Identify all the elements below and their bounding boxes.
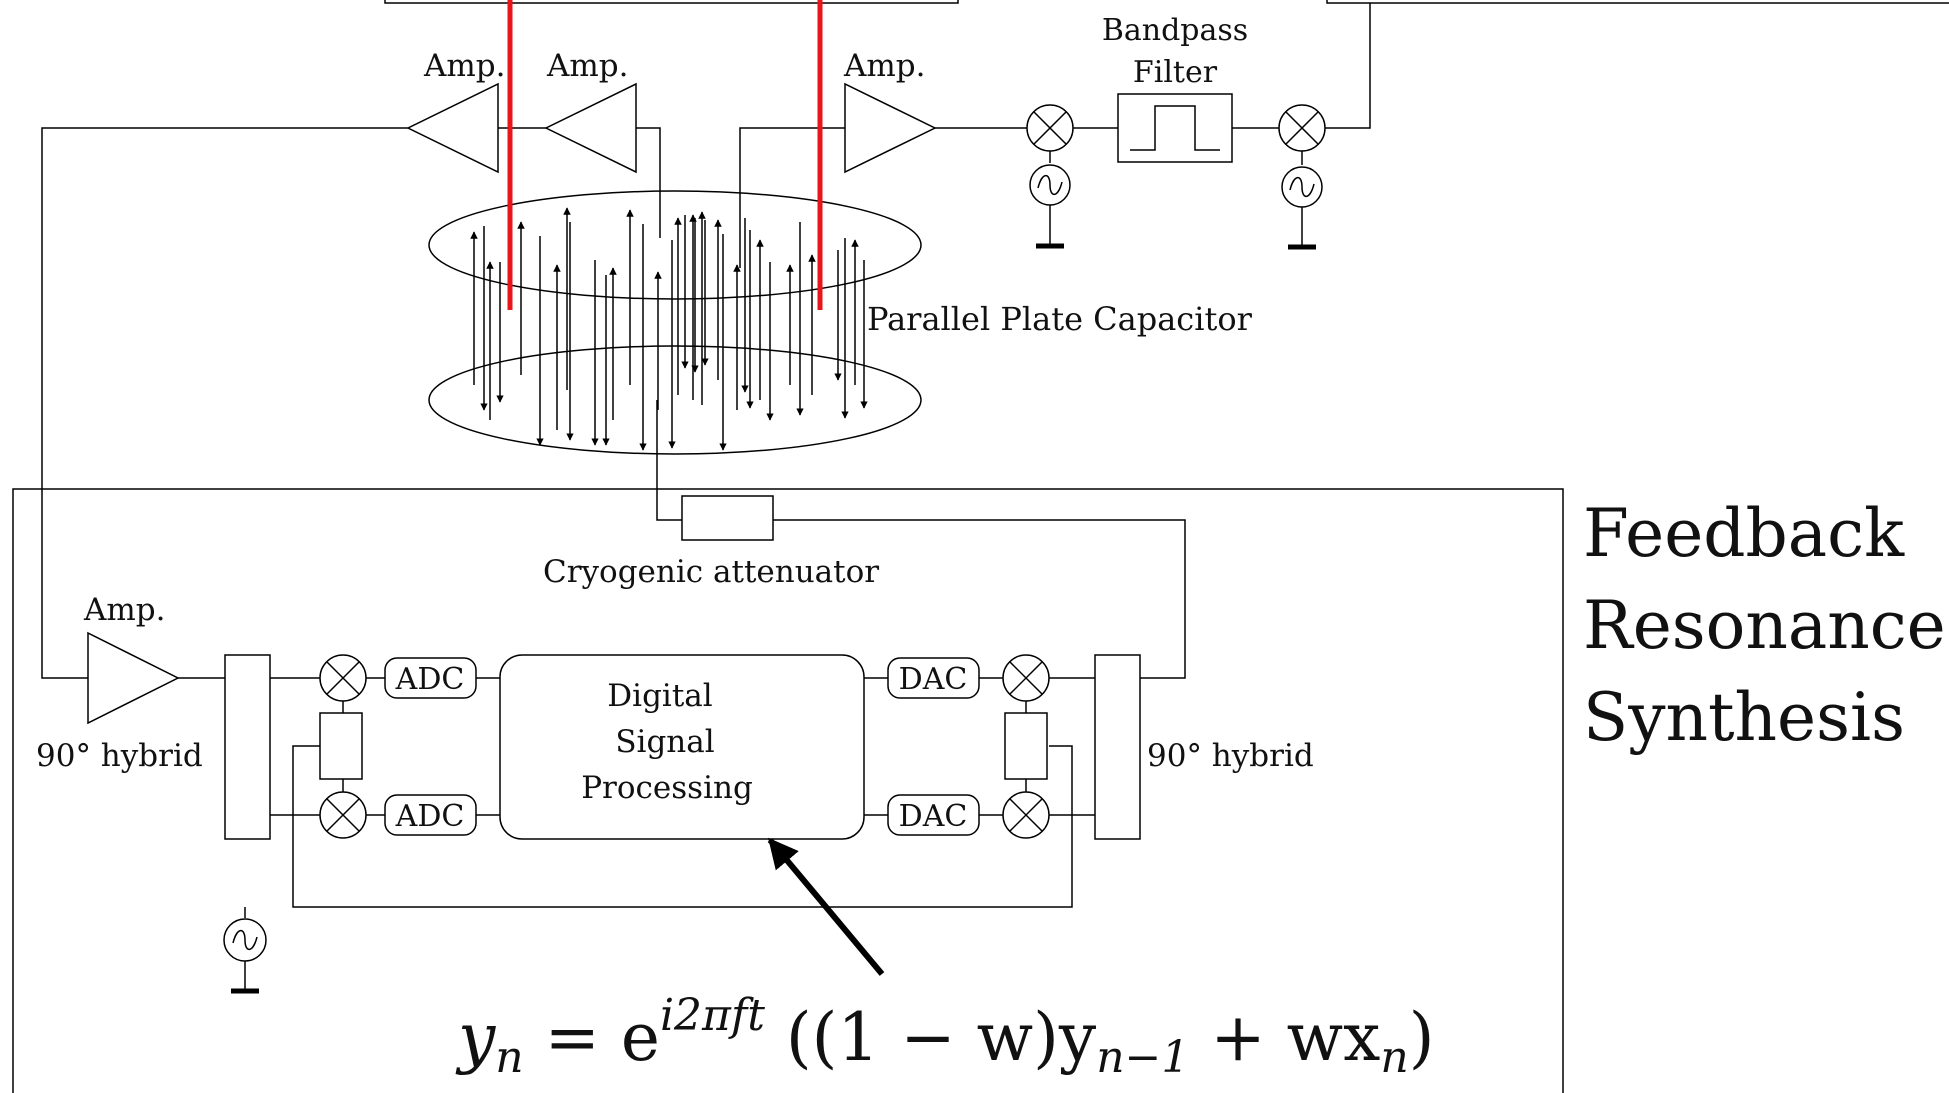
cryogenic-attenuator-icon: [681, 495, 774, 541]
eq-close: ): [1409, 999, 1435, 1076]
mixer-top-2-icon: [1278, 104, 1326, 152]
amplifier-4-icon: [87, 631, 180, 725]
mixer-top-1-icon: [1026, 104, 1074, 152]
dsp-label-2: Signal: [615, 724, 714, 760]
eq-equals: = e: [524, 999, 660, 1076]
mixer-bottom-icons: [319, 654, 1050, 839]
eq-body-sub: n−1: [1096, 1032, 1189, 1083]
feedback-title-3: Synthesis: [1583, 679, 1905, 756]
capacitor-top-plate: [428, 190, 922, 300]
dsp-label-3: Processing: [581, 770, 753, 806]
hybrid-left-label: 90° hybrid: [36, 738, 203, 774]
feedback-box: [12, 488, 1564, 1093]
dac-bottom-label: DAC: [899, 799, 968, 834]
oscillator-top-1-icon: [1029, 151, 1071, 249]
eq-y: y: [455, 999, 496, 1076]
oscillator-top-2-icon: [1281, 151, 1323, 250]
signal-wires-top: [41, 127, 1279, 679]
capacitor-bottom-plate: [428, 345, 922, 455]
oscillator-bottom-icon: [223, 918, 267, 994]
field-arrows-down: [480, 215, 868, 451]
hybrid-right-label: 90° hybrid: [1147, 738, 1314, 774]
bandpass-filter-icon: [1117, 93, 1233, 163]
top-box-left: [384, 0, 959, 4]
eq-x-sub: n: [1380, 1032, 1408, 1083]
amplifier-2-icon: [544, 82, 637, 174]
bandpass-label-2: Filter: [1133, 55, 1218, 90]
equation: yn = ei2πft ((1 − w)yn−1 + wxn): [455, 990, 1434, 1083]
pointer-arrow: [767, 837, 885, 976]
eq-body: ((1 − w)y: [765, 999, 1097, 1076]
amplifier-3-icon: [844, 82, 937, 174]
feedback-title-1: Feedback: [1583, 495, 1905, 572]
amp-label-4: Amp.: [83, 592, 165, 628]
amp-label-2: Amp.: [546, 48, 628, 84]
dac-top-label: DAC: [899, 662, 968, 697]
eq-plus: + wx: [1189, 999, 1380, 1076]
dsp-label-1: Digital: [607, 678, 712, 714]
amp-label-1: Amp.: [423, 48, 505, 84]
bandpass-label-1: Bandpass: [1102, 13, 1248, 48]
eq-y-sub: n: [495, 1032, 523, 1083]
adc-bottom-label: ADC: [395, 799, 465, 834]
attenuator-label: Cryogenic attenuator: [543, 554, 879, 590]
hybrid-left-icon: [224, 654, 271, 840]
hybrid-right-icon: [1094, 654, 1141, 840]
signal-wires-middle: [656, 400, 1186, 679]
phase-shifter-icons: [319, 712, 1048, 780]
signal-wires-bottom: [178, 677, 1095, 918]
eq-exp: i2πft: [660, 990, 765, 1041]
converter-boxes: [384, 657, 980, 836]
top-box-right: [1305, 0, 1949, 129]
adc-top-label: ADC: [395, 662, 465, 697]
amp-label-3: Amp.: [843, 48, 925, 84]
amplifier-1-icon: [406, 82, 499, 174]
dsp-block: [499, 654, 865, 840]
feedback-title-2: Resonance: [1583, 587, 1946, 664]
field-arrows-up: [470, 207, 859, 430]
capacitor-label: Parallel Plate Capacitor: [867, 300, 1253, 338]
probe-lines: [507, 0, 823, 310]
